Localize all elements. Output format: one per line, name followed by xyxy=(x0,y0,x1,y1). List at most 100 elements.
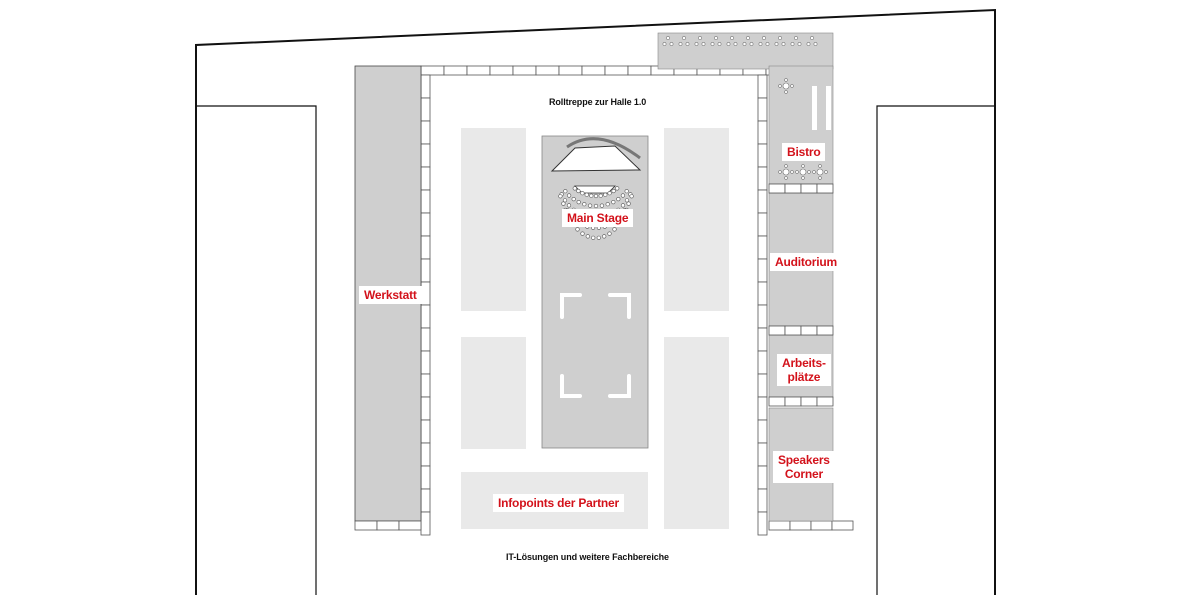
bistro-table xyxy=(782,82,790,90)
tile xyxy=(757,258,768,283)
seat xyxy=(580,191,585,196)
tile xyxy=(420,419,431,444)
bistro-chair xyxy=(666,36,670,40)
bistro-chair xyxy=(774,42,779,46)
tile xyxy=(512,65,537,76)
bistro-chair xyxy=(758,42,763,46)
arbeitsplaetze-label: Arbeits- plätze xyxy=(777,354,831,386)
bistro-chair xyxy=(685,42,690,46)
bistro-chair xyxy=(710,42,715,46)
tile xyxy=(757,97,768,122)
tile xyxy=(810,520,833,531)
tile xyxy=(420,120,431,145)
bistro-chair xyxy=(678,42,683,46)
bistro-table xyxy=(816,168,824,176)
arbeitsplaetze-line-1: Arbeits- xyxy=(782,356,826,370)
seat xyxy=(612,227,617,232)
tile xyxy=(784,325,802,336)
bistro-chair xyxy=(790,84,794,88)
bistro-chair xyxy=(662,42,667,46)
tile xyxy=(581,65,606,76)
tile xyxy=(420,350,431,375)
tile xyxy=(800,396,818,407)
bistro-chair xyxy=(778,36,782,40)
tile xyxy=(354,520,378,531)
bistro-chair xyxy=(784,90,788,94)
bistro-chair xyxy=(818,176,822,180)
tile xyxy=(757,143,768,168)
bistro-zone-lower xyxy=(768,65,834,185)
escalator-annotation: Rolltreppe zur Halle 1.0 xyxy=(549,97,647,107)
bistro-chair xyxy=(730,36,734,40)
main-stage-zone xyxy=(541,135,649,449)
bistro-chair xyxy=(669,42,674,46)
tile xyxy=(420,327,431,352)
auditorium-label: Auditorium xyxy=(770,253,842,271)
seat xyxy=(603,192,608,197)
tile xyxy=(420,235,431,260)
tile xyxy=(757,373,768,398)
tile xyxy=(627,65,652,76)
tile xyxy=(757,396,768,421)
right-tile-seps xyxy=(768,183,834,407)
tile xyxy=(535,65,560,76)
tile xyxy=(420,396,431,421)
tile xyxy=(420,488,431,513)
tile xyxy=(443,65,468,76)
bistro-chair xyxy=(790,42,795,46)
bistro-chair xyxy=(778,170,782,174)
seat xyxy=(571,197,576,202)
seat xyxy=(607,231,612,236)
bistro-chair xyxy=(726,42,731,46)
tile xyxy=(789,520,812,531)
seat xyxy=(602,234,607,239)
tile xyxy=(800,325,818,336)
tile xyxy=(757,488,768,513)
speakers-corner-label: Speakers Corner xyxy=(773,451,835,483)
stage-corner-markers xyxy=(560,293,631,398)
bistro-chair xyxy=(742,42,747,46)
tile xyxy=(757,74,768,99)
bistro-chair xyxy=(810,36,814,40)
seat xyxy=(562,198,568,203)
tile xyxy=(816,183,834,194)
tile xyxy=(784,396,802,407)
bistro-table xyxy=(799,168,807,176)
seat xyxy=(624,189,629,194)
bottom-tile-row xyxy=(354,520,854,531)
seat xyxy=(593,193,599,199)
bistro-tables xyxy=(662,36,828,180)
tile xyxy=(757,281,768,306)
arbeitsplaetze-line-2: plätze xyxy=(787,370,821,384)
tile xyxy=(757,442,768,467)
seat xyxy=(599,203,605,208)
bistro-chair xyxy=(790,170,794,174)
tile xyxy=(757,511,768,536)
tile xyxy=(604,65,629,76)
tile xyxy=(768,520,791,531)
seat xyxy=(598,193,603,198)
bistro-chair xyxy=(801,164,805,168)
infopoints-label: Infopoints der Partner xyxy=(493,494,624,512)
bistro-chair xyxy=(813,42,818,46)
bottom-area-annotation: IT-Lösungen und weitere Fachbereiche xyxy=(506,552,669,562)
tile xyxy=(784,183,802,194)
seat xyxy=(611,200,616,205)
top-tile-row xyxy=(420,65,790,76)
bistro-chair xyxy=(824,170,828,174)
bistro-chair xyxy=(794,36,798,40)
seat xyxy=(615,186,620,191)
seat xyxy=(620,193,626,198)
seat xyxy=(629,194,634,199)
bistro-chair xyxy=(682,36,686,40)
tile xyxy=(816,325,834,336)
tile xyxy=(420,97,431,122)
bistro-zone xyxy=(657,32,834,70)
side-buildings xyxy=(196,105,995,595)
tile xyxy=(757,189,768,214)
seat xyxy=(561,201,566,206)
tile xyxy=(420,465,431,490)
bistro-chair xyxy=(698,36,702,40)
werkstatt-label: Werkstatt xyxy=(359,286,422,304)
bistro-chair xyxy=(701,42,706,46)
